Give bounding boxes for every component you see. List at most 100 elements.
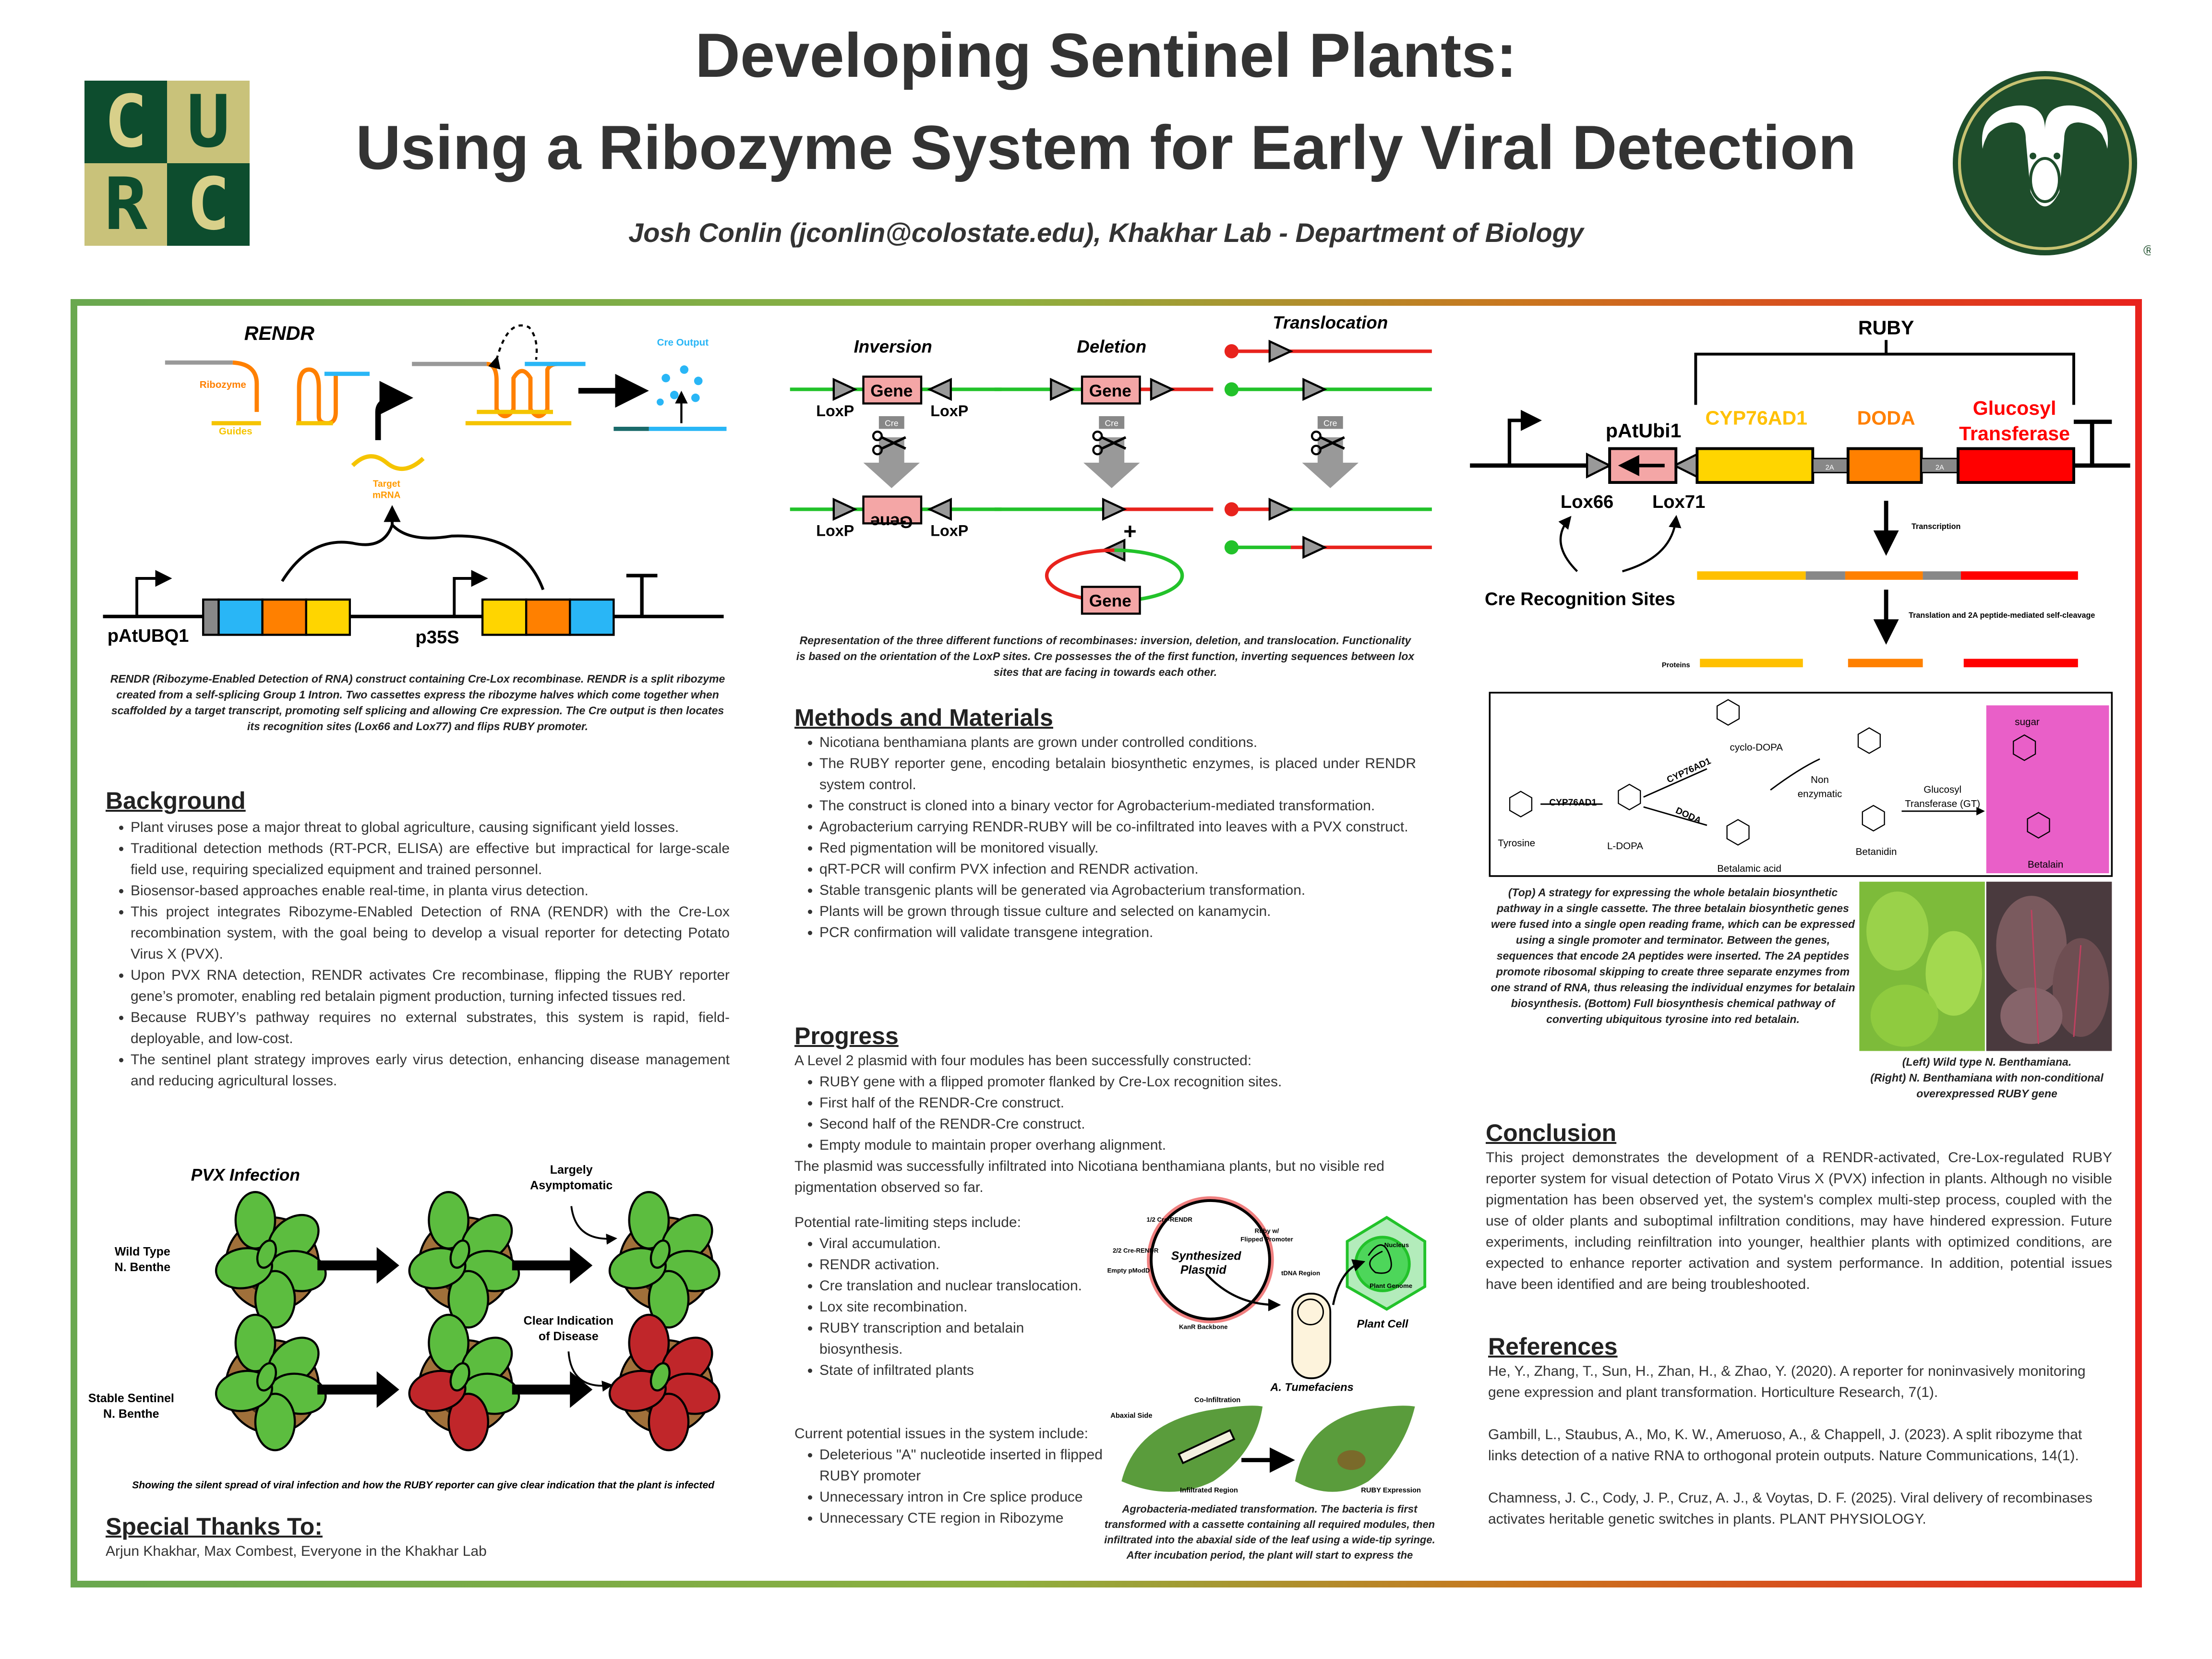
progress-intro: A Level 2 plasmid with four modules has …: [794, 1053, 1252, 1069]
cyp76ad1-enzyme: CYP76AD1: [1549, 798, 1597, 808]
target-label: Target: [373, 479, 401, 489]
leaf-icon: [254, 1270, 296, 1329]
note-label: Clear Indication: [524, 1314, 613, 1328]
leaf-icon: [1295, 1406, 1415, 1492]
expression-label: RUBY Expression: [1361, 1487, 1421, 1494]
issues-intro: Current potential issues in the system i…: [794, 1426, 1088, 1442]
plasmid-title: Plasmid: [1180, 1263, 1227, 1277]
list-item: RUBY transcription and betalain biosynth…: [819, 1318, 1102, 1360]
progress-outro: The plasmid was successfully infiltrated…: [794, 1158, 1384, 1195]
module-label: 1/2 Cre-RENDR: [1146, 1216, 1192, 1223]
rate-limiting-section: Potential rate-limiting steps include: V…: [794, 1212, 1102, 1381]
nucleus-label: Nucleus: [1384, 1241, 1409, 1249]
rate-limiting-list: Viral accumulation. RENDR activation. Cr…: [794, 1233, 1102, 1381]
gt-label: Transferase (GT): [1905, 798, 1980, 809]
row-label: Wild Type: [115, 1245, 170, 1259]
leaf-icon: [256, 1362, 277, 1392]
tdna-label: tDNA Region: [1281, 1270, 1320, 1277]
ruby-figure: RUBY 2A 2A pAtUbi1 CYP76AD1 DODA Glucosy…: [1470, 316, 2130, 669]
rendr-caption: RENDR (Ribozyme-Enabled Detection of RNA…: [110, 673, 725, 733]
methods-list: Nicotiana benthamiana plants are grown u…: [794, 732, 1416, 943]
logo-letter: C: [84, 81, 167, 163]
molecule-ring: [1716, 699, 1740, 726]
logo-letter: R: [84, 163, 167, 246]
molecule-ring: [1857, 727, 1881, 754]
plant-icon: [408, 1191, 520, 1329]
loxp-label: LoxP: [816, 402, 854, 420]
plant-icon: [215, 1191, 327, 1329]
arrow-head-icon: [376, 1371, 399, 1408]
background-heading: Background: [106, 787, 246, 814]
reference-item: Gambill, L., Staubus, A., Mo, K. W., Ame…: [1488, 1427, 2082, 1464]
list-item: State of infiltrated plants: [819, 1360, 1102, 1381]
gene-label: Gene: [1089, 382, 1131, 400]
references-section: References He, Y., Zhang, T., Sun, H., Z…: [1488, 1332, 2112, 1530]
list-item: Biosensor-based approaches enable real-t…: [131, 880, 730, 902]
poster-title-line2: Using a Ribozyme System for Early Viral …: [356, 112, 1856, 182]
loxp-label: LoxP: [930, 522, 968, 540]
arrow-head-icon: [376, 1247, 399, 1284]
conclusion-text: This project demonstrates the developmen…: [1486, 1150, 2112, 1292]
plant-icon: [608, 1191, 721, 1329]
conclusion-heading: Conclusion: [1486, 1119, 1617, 1146]
cre-label: Cre: [885, 419, 899, 428]
promoter-pAtUbi1: pAtUbi1: [1606, 420, 1682, 442]
ruby-title: RUBY: [1858, 316, 1914, 338]
plant-photos: [1859, 881, 2112, 1051]
rendr-figure: RENDR Ribozyme Guides Cre Output Target …: [103, 322, 727, 648]
gene-cyp76ad1: CYP76AD1: [1705, 407, 1807, 429]
leaf-icon: [254, 1393, 296, 1452]
lox71-label: Lox71: [1652, 492, 1705, 512]
leaf-icon: [649, 1239, 671, 1269]
leaf-icon: [649, 1362, 671, 1392]
nonenzymatic-label: enzymatic: [1798, 788, 1842, 799]
pvx-caption: Showing the silent spread of viral infec…: [132, 1479, 715, 1491]
plant-icon: [608, 1313, 721, 1452]
proteins-label: Proteins: [1662, 661, 1690, 669]
down-arrow-icon: [863, 437, 920, 488]
list-item: Second half of the RENDR-Cre construct.: [819, 1114, 1416, 1135]
list-item: Plants will be grown through tissue cult…: [819, 901, 1416, 922]
list-item: Agrobacterium carrying RENDR-RUBY will b…: [819, 817, 1416, 838]
agro-figure: Synthesized Plasmid 1/2 Cre-RENDR 2/2 Cr…: [1107, 1196, 1427, 1494]
row-label: N. Benthe: [115, 1261, 171, 1274]
scissors-icon: [1310, 431, 1345, 456]
row-label: N. Benthe: [103, 1407, 159, 1420]
logo-letter: U: [167, 81, 250, 163]
nonenzymatic-label: Non: [1811, 774, 1829, 785]
scissors-icon: [1092, 431, 1127, 456]
reference-item: He, Y., Zhang, T., Sun, H., Zhan, H., & …: [1488, 1363, 2086, 1400]
tyrosine-label: Tyrosine: [1498, 838, 1535, 849]
reference-item: Chamness, J. C., Cody, J. P., Cruz, A. J…: [1488, 1490, 2092, 1527]
list-item: First half of the RENDR-Cre construct.: [819, 1093, 1416, 1114]
list-item: Traditional detection methods (RT-PCR, E…: [131, 838, 730, 880]
betalain-pathway-figure: Tyrosine L-DOPA CYP76AD1 CYP76AD1 cyclo-…: [1489, 692, 2113, 877]
plasmid-title: Synthesized: [1171, 1249, 1241, 1262]
thanks-text: Arjun Khakhar, Max Combest, Everyone in …: [106, 1543, 487, 1559]
coinfiltration-label: Co-Infiltration: [1194, 1396, 1240, 1404]
promoter-p35S: p35S: [415, 627, 459, 648]
poster-authors: Josh Conlin (jconlin@colostate.edu), Kha…: [628, 217, 1584, 248]
module-label: Flipped Promoter: [1240, 1236, 1293, 1243]
leaf-icon: [447, 1270, 490, 1329]
bacterium-icon: [1291, 1292, 1332, 1380]
promoter-pAtUBQ1: pAtUBQ1: [108, 625, 189, 646]
module-label: Empty pModD: [1107, 1267, 1150, 1274]
list-item: Unnecessary intron in Cre splice produce: [819, 1487, 1106, 1508]
list-item: Viral accumulation.: [819, 1233, 1102, 1254]
logo-letter: C: [167, 163, 250, 246]
ribozyme-label: Ribozyme: [200, 379, 246, 390]
list-item: PCR confirmation will validate transgene…: [819, 922, 1416, 943]
gt-label: Glucosyl: [1923, 784, 1961, 795]
pathway-caption: (Top) A strategy for expressing the whol…: [1491, 886, 1855, 1025]
list-item: The RUBY reporter gene, encoding betalai…: [819, 753, 1416, 795]
linker-2a: 2A: [1826, 464, 1834, 472]
list-item: Deleterious "A" nucleotide inserted in f…: [819, 1444, 1106, 1487]
cre-protein-dots: [657, 365, 703, 406]
cre-recognition-label: Cre Recognition Sites: [1485, 589, 1675, 610]
sugar-label: sugar: [2015, 717, 2040, 728]
thanks-heading: Special Thanks To:: [106, 1513, 323, 1540]
list-item: qRT-PCR will confirm PVX infection and R…: [819, 859, 1416, 880]
note-label: Largely: [550, 1163, 593, 1177]
thanks-section: Special Thanks To: Arjun Khakhar, Max Co…: [106, 1512, 730, 1562]
